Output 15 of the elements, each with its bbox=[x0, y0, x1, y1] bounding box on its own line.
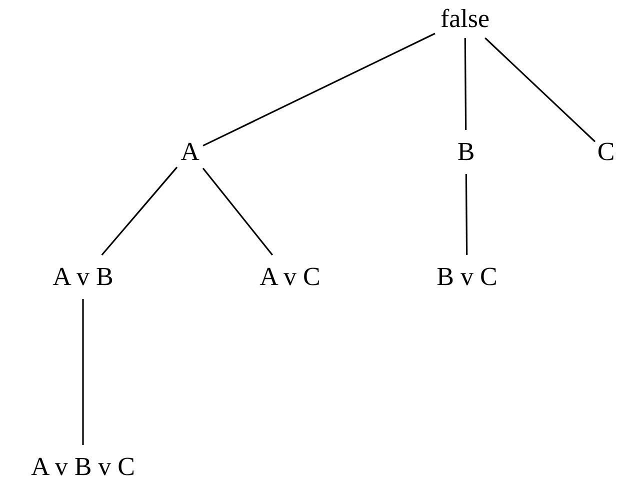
tree-edge bbox=[464, 38, 467, 130]
node-label: A v C bbox=[252, 255, 328, 299]
node-label: C bbox=[595, 130, 617, 174]
node-label: A bbox=[177, 130, 203, 174]
node-label: B bbox=[453, 130, 479, 174]
node-label: A v B bbox=[45, 255, 121, 299]
node-label: B v C bbox=[429, 255, 505, 299]
tree-edge bbox=[484, 37, 596, 142]
node-label: false bbox=[435, 0, 495, 38]
tree-edge bbox=[202, 168, 274, 256]
tree-edge bbox=[465, 174, 468, 255]
tree-edge bbox=[202, 32, 436, 146]
tree-edge bbox=[101, 166, 178, 256]
node-label: A v B v C bbox=[18, 445, 148, 489]
tree-edge bbox=[82, 299, 84, 445]
